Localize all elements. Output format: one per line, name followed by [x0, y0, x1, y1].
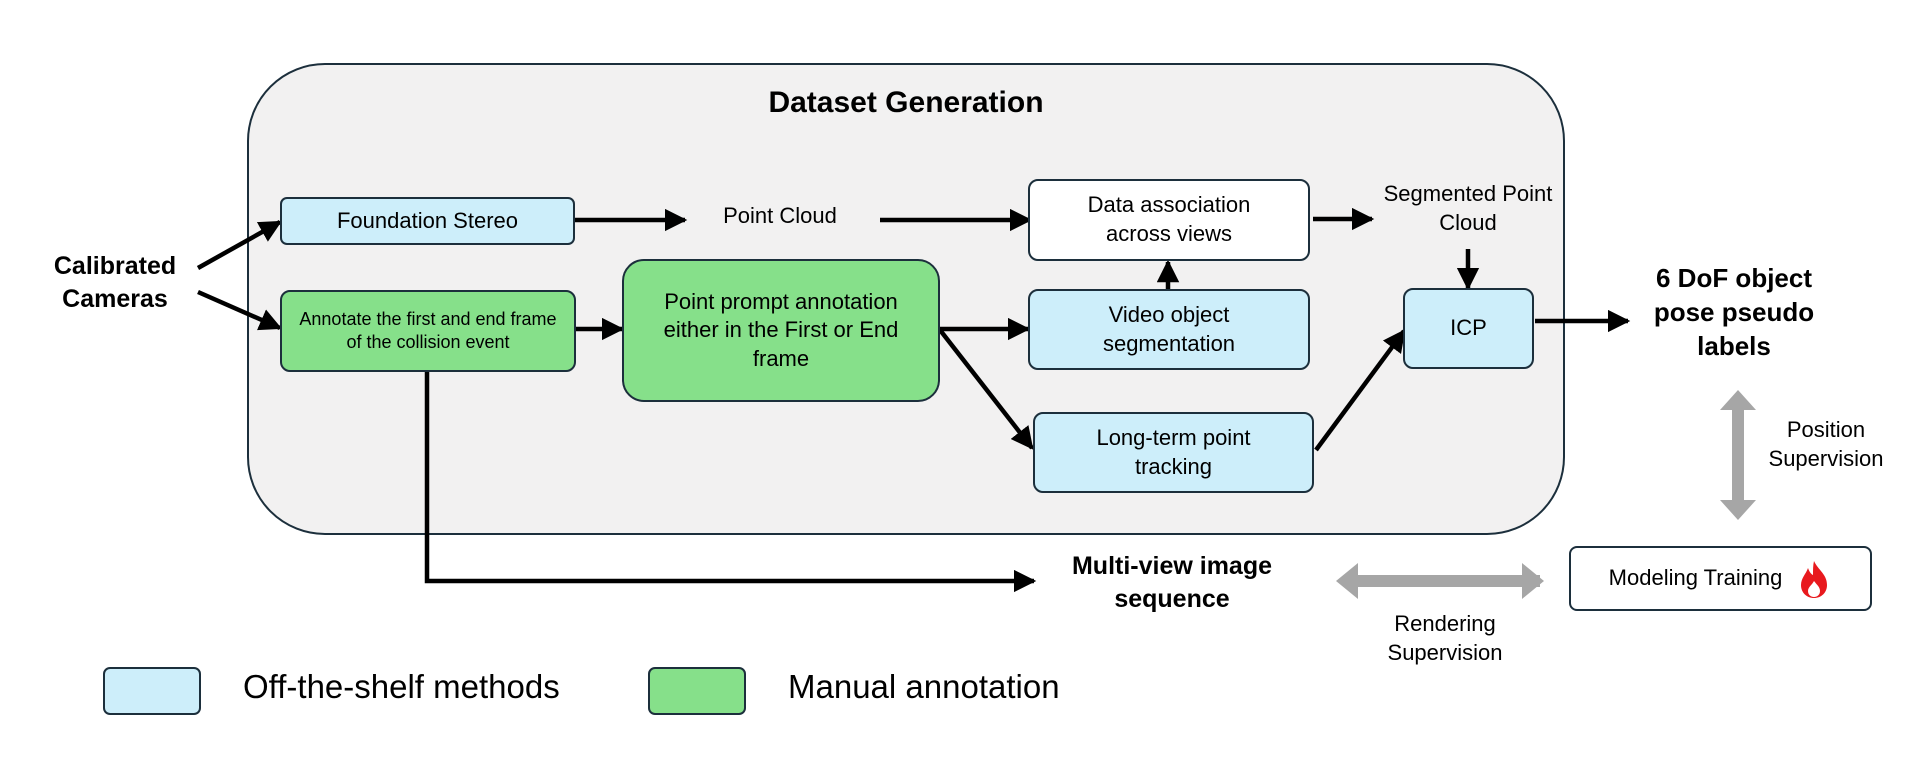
- calibrated-cameras-label: Calibrated Cameras: [53, 252, 177, 313]
- model-training-box: Modeling Training: [1569, 546, 1872, 611]
- rendering-supervision-label: Rendering Supervision: [1387, 611, 1503, 665]
- legend-off-the-shelf-label: Off-the-shelf methods: [243, 668, 560, 705]
- annotate-frames-box: Annotate the first and end frame of the …: [280, 290, 576, 372]
- arrow-tracking-to-icp: [1314, 329, 1406, 452]
- pose-pseudo-labels: 6 DoF object pose pseudo labels: [1653, 263, 1815, 361]
- video-object-segmentation-box: Video object segmentation: [1028, 289, 1310, 370]
- arrow-cameras-to-stereo: [196, 220, 282, 270]
- arrow-prompt-to-tracking: [938, 328, 1034, 450]
- flame-icon: [1801, 560, 1828, 598]
- data-association-box: Data association across views: [1028, 179, 1310, 261]
- point-prompt-annotation-box: Point prompt annotation either in the Fi…: [622, 259, 940, 402]
- position-supervision-label: Position Supervision: [1768, 417, 1884, 471]
- segmented-point-cloud-label: Segmented Point Cloud: [1383, 181, 1553, 235]
- model-training-label: Modeling Training: [1608, 565, 1783, 591]
- arrow-cameras-to-annotate: [197, 289, 283, 331]
- multiview-image-sequence-label: Multi-view image sequence: [1071, 552, 1273, 613]
- icp-box: ICP: [1403, 288, 1534, 369]
- foundation-stereo-box: Foundation Stereo: [280, 197, 575, 245]
- long-term-point-tracking-box: Long-term point tracking: [1033, 412, 1314, 493]
- rendering-supervision-arrow: [1336, 563, 1544, 599]
- legend-off-the-shelf-swatch: [103, 667, 201, 715]
- legend-manual-swatch: [648, 667, 746, 715]
- point-cloud-label: Point Cloud: [723, 203, 837, 228]
- position-supervision-arrow: [1720, 390, 1756, 520]
- dataset-generation-title: Dataset Generation: [768, 86, 1044, 119]
- arrow-annotate-to-multiview: [424, 372, 1037, 593]
- legend-manual-label: Manual annotation: [788, 668, 1060, 705]
